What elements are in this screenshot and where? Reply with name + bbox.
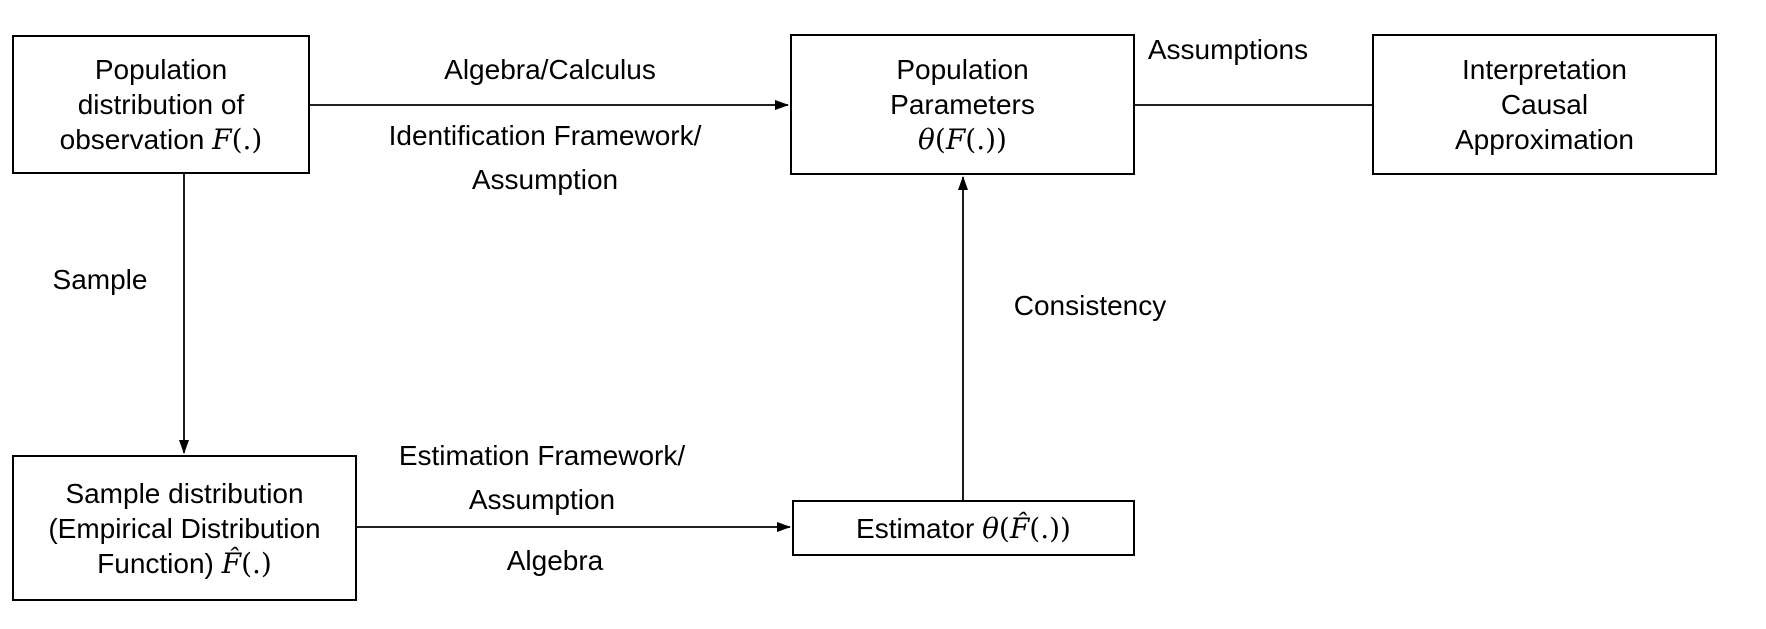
- box-population-distribution-line3: observation F(.): [59, 123, 263, 156]
- box-estimator: Estimator θ(F̂(.)): [792, 500, 1135, 556]
- math-f-symbol: F: [212, 123, 232, 156]
- box-population-parameters-line1: Population: [896, 54, 1029, 85]
- math-args: (.)): [965, 123, 1007, 156]
- edge-label-consistency: Consistency: [1013, 290, 1167, 321]
- edge-label-estimation-line2: Assumption: [468, 484, 616, 515]
- math-args: (.): [241, 546, 272, 580]
- box-population-parameters-formula: θ(F(.)): [918, 122, 1007, 157]
- box-sample-distribution-line1: Sample distribution: [65, 477, 304, 509]
- math-args: (.)): [1029, 511, 1071, 545]
- edge-label-assumptions: Assumptions: [1147, 34, 1309, 65]
- box-population-distribution: Population distribution of observation F…: [12, 35, 310, 174]
- box-interpretation-line3: Approximation: [1455, 124, 1634, 155]
- box-population-parameters: Population Parameters θ(F(.)): [790, 34, 1135, 175]
- box-population-parameters-line2: Parameters: [890, 89, 1035, 120]
- edge-label-sample: Sample: [52, 264, 148, 295]
- box-interpretation: Interpretation Causal Approximation: [1372, 34, 1717, 175]
- math-f-hat-symbol: F̂: [1009, 511, 1030, 545]
- math-f-symbol: F: [945, 123, 966, 156]
- math-open-paren: (: [934, 123, 946, 156]
- math-args: (.): [231, 123, 263, 156]
- box-sample-distribution-line3: Function) F̂(.): [97, 546, 272, 580]
- math-f-hat-symbol: F̂: [221, 546, 242, 580]
- edge-label-identification-line1: Identification Framework/: [388, 120, 702, 151]
- box-interpretation-line1: Interpretation: [1462, 54, 1627, 85]
- box-estimator-formula: Estimator θ(F̂(.)): [856, 511, 1071, 545]
- edge-label-algebra: Algebra: [506, 545, 604, 576]
- edge-label-algebra-calculus: Algebra/Calculus: [444, 54, 656, 85]
- box-population-distribution-line1: Population: [94, 54, 228, 85]
- box-sample-distribution: Sample distribution (Empirical Distribut…: [12, 455, 357, 601]
- box-sample-distribution-line2: (Empirical Distribution: [48, 512, 321, 544]
- edge-label-estimation-line1: Estimation Framework/: [398, 440, 686, 471]
- edge-label-identification: Identification Framework/ Assumption: [305, 114, 785, 202]
- math-theta-symbol: θ: [918, 123, 935, 156]
- box-population-distribution-line2: distribution of: [77, 89, 245, 120]
- box-interpretation-line2: Causal: [1500, 89, 1589, 120]
- edge-label-identification-line2: Assumption: [471, 164, 619, 195]
- math-theta-symbol: θ: [982, 511, 999, 545]
- edge-label-estimation: Estimation Framework/ Assumption: [342, 434, 742, 522]
- math-open-paren: (: [998, 511, 1010, 545]
